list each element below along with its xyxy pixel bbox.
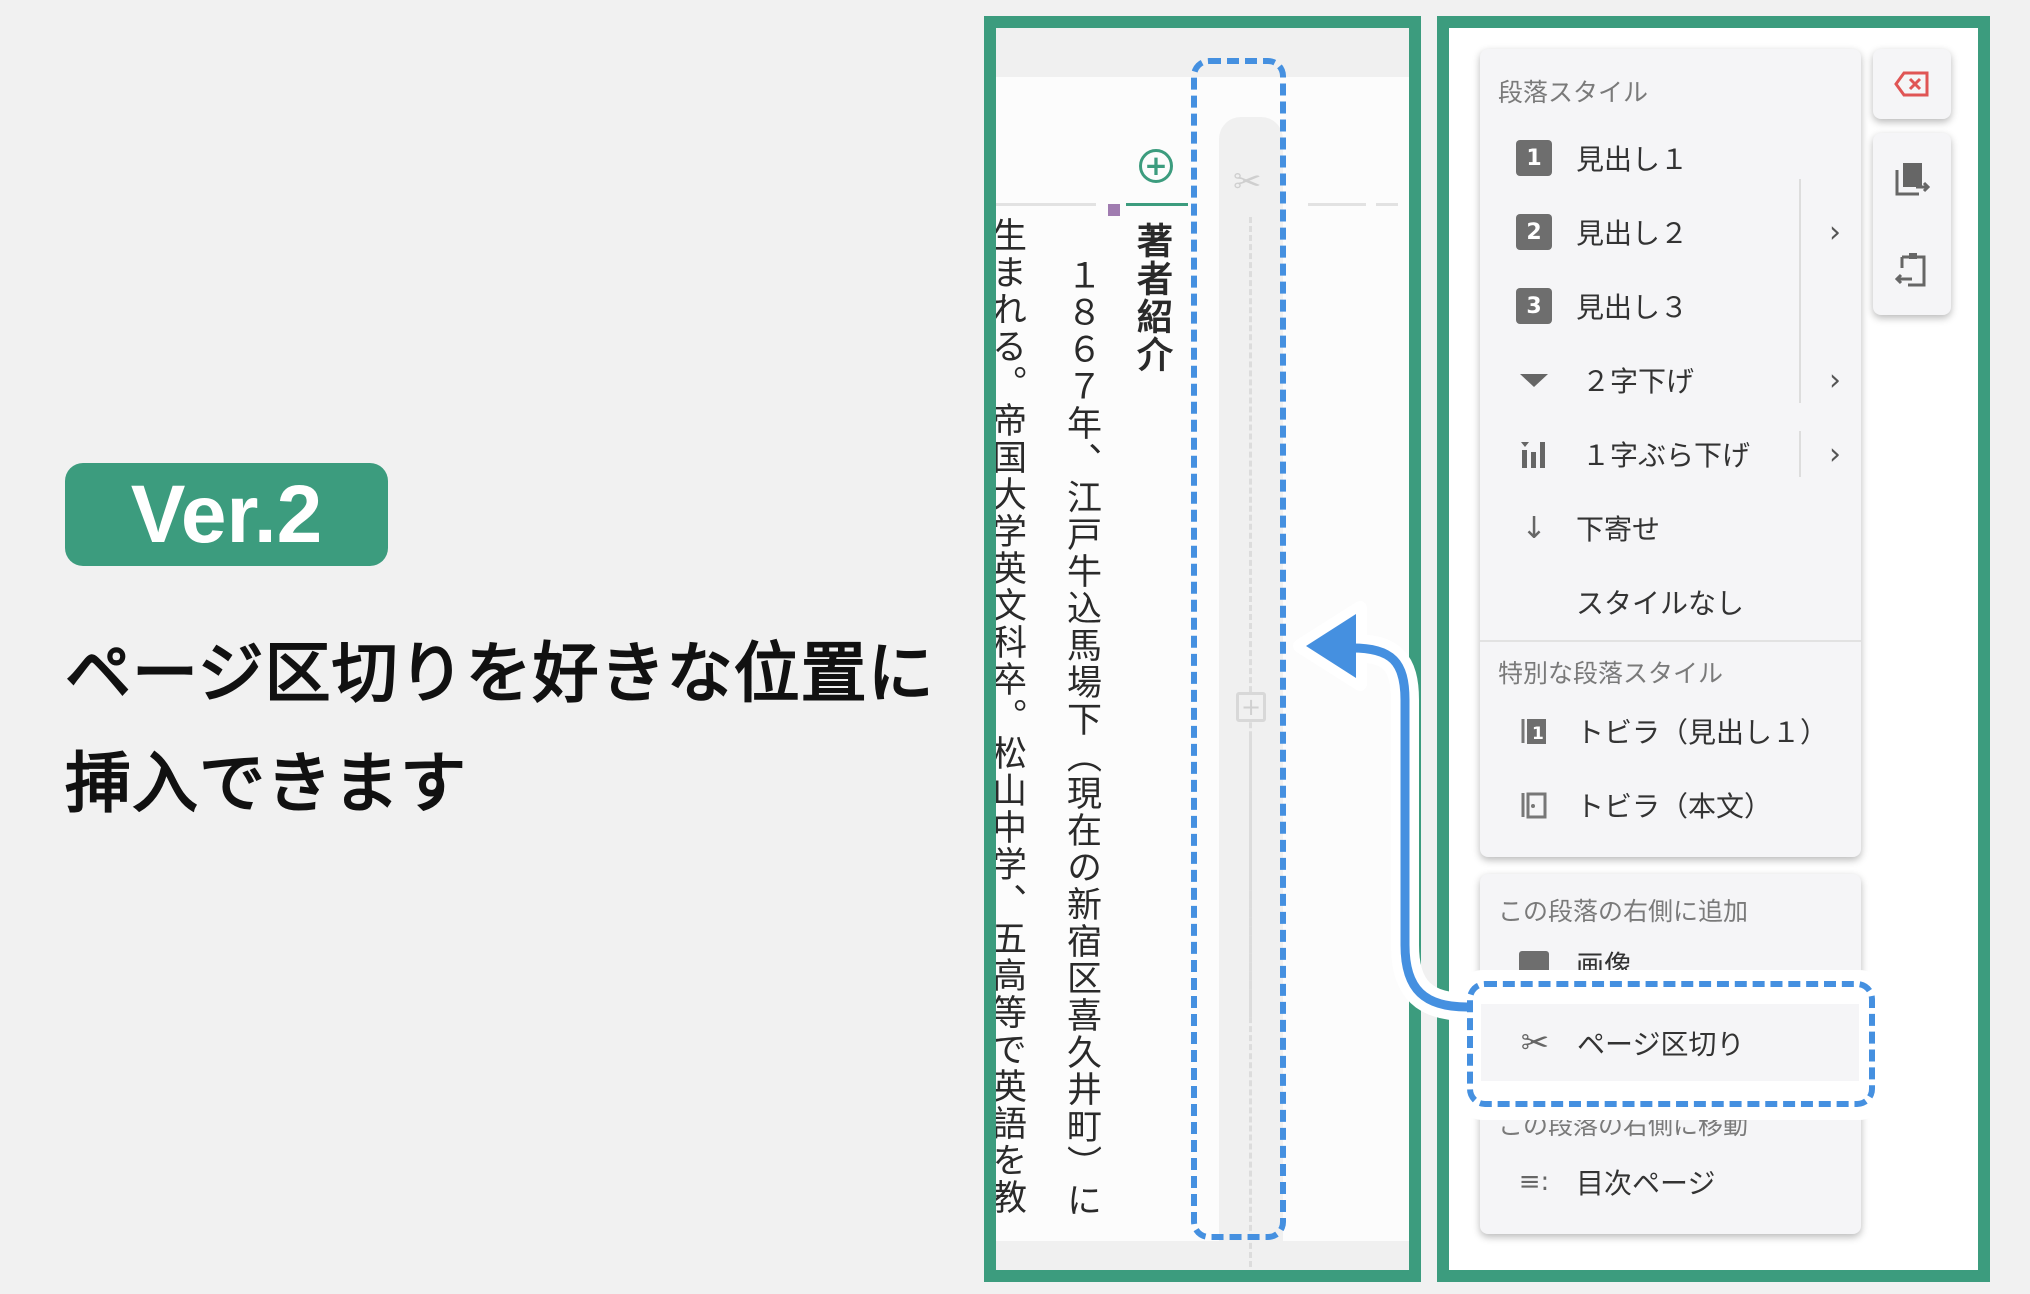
svg-text:1: 1 bbox=[1532, 724, 1544, 744]
clipboard-toolbar bbox=[1873, 133, 1951, 315]
highlight-page-break-item bbox=[1467, 981, 1875, 1107]
menu-item-title-page-heading[interactable]: 1 トビラ（見出し１） bbox=[1480, 694, 1861, 768]
chevron-right-icon[interactable]: › bbox=[1829, 214, 1841, 250]
scissors-icon: ✂ bbox=[1520, 1022, 1550, 1063]
document-column[interactable]: １８６７年、江戸牛込馬場下（現在の新宿区喜久井町）に bbox=[1061, 257, 1101, 1219]
chevron-right-icon[interactable]: › bbox=[1829, 362, 1841, 398]
menu-item-label: トビラ（見出し１） bbox=[1576, 716, 1829, 749]
document-panel: + 著者紹介 １８６７年、江戸牛込馬場下（現在の新宿区喜久井町）に 生まれる。帝… bbox=[984, 16, 1421, 1282]
chevron-right-icon[interactable]: › bbox=[1829, 436, 1841, 472]
menu-item-label: 目次ページ bbox=[1576, 1167, 1716, 1200]
menu-item-label: ２字下げ bbox=[1582, 365, 1695, 398]
document-heading[interactable]: 著者紹介 bbox=[1131, 222, 1173, 374]
menu-item-label: 見出し２ bbox=[1576, 217, 1689, 250]
menu-item-page-break[interactable]: ✂ ページ区切り bbox=[1481, 1004, 1859, 1081]
page-break-line bbox=[1249, 737, 1252, 1267]
menu-item-no-style[interactable]: スタイルなし bbox=[1480, 565, 1861, 639]
toc-icon: ≡: bbox=[1518, 1167, 1550, 1197]
menu-item-heading-2[interactable]: 2 見出し２ › bbox=[1480, 195, 1861, 269]
add-box-icon[interactable]: + bbox=[1236, 692, 1266, 722]
cursor-marker bbox=[1108, 204, 1120, 216]
heading-3-icon: 3 bbox=[1514, 286, 1554, 326]
menu-item-align-bottom[interactable]: ↓ 下寄せ bbox=[1480, 491, 1861, 565]
heading-2-icon: 2 bbox=[1514, 212, 1554, 252]
version-badge: Ver.2 bbox=[65, 463, 388, 566]
hanging-indent-icon bbox=[1514, 434, 1554, 474]
section-title: 段落スタイル bbox=[1498, 78, 1649, 107]
add-paragraph-icon[interactable]: + bbox=[1139, 149, 1173, 183]
menu-item-label: スタイルなし bbox=[1576, 587, 1745, 620]
menu-item-label: 下寄せ bbox=[1576, 513, 1661, 546]
menu-item-label: １字ぶら下げ bbox=[1582, 439, 1751, 472]
menu-item-heading-3[interactable]: 3 見出し３ bbox=[1480, 269, 1861, 343]
scissors-icon: ✂ bbox=[1233, 162, 1262, 202]
title-page-body-icon bbox=[1514, 785, 1554, 825]
menu-item-title-page-body[interactable]: トビラ（本文） bbox=[1480, 768, 1861, 842]
title-page-heading-icon: 1 bbox=[1514, 711, 1554, 751]
menu-item-indent[interactable]: ２字下げ › bbox=[1480, 343, 1861, 417]
cut-paste-out-icon[interactable] bbox=[1894, 161, 1930, 197]
headline-line-1: ページ区切りを好きな位置に bbox=[65, 635, 935, 712]
paragraph-divider bbox=[1308, 203, 1398, 206]
arrow-down-icon: ↓ bbox=[1521, 510, 1547, 546]
menu-item-toc-page[interactable]: ≡: 目次ページ bbox=[1480, 1152, 1861, 1212]
page-break-strip[interactable]: ✂ + bbox=[1219, 117, 1283, 1270]
backspace-delete-icon bbox=[1894, 71, 1929, 97]
page-break-line bbox=[1249, 217, 1252, 1017]
delete-paragraph-button[interactable] bbox=[1873, 49, 1951, 119]
menu-item-label: トビラ（本文） bbox=[1576, 790, 1773, 823]
heading-1-icon: 1 bbox=[1514, 138, 1554, 178]
menu-item-label: 見出し３ bbox=[1576, 291, 1689, 324]
menu-item-heading-1[interactable]: 1 見出し１ bbox=[1480, 121, 1861, 195]
menu-item-label: 見出し１ bbox=[1576, 143, 1689, 176]
section-title: 特別な段落スタイル bbox=[1498, 659, 1724, 688]
paste-in-icon[interactable] bbox=[1894, 252, 1930, 288]
menu-item-label: ページ区切り bbox=[1577, 1027, 1745, 1061]
highlight-page-break bbox=[1191, 58, 1286, 1240]
menu-item-hanging-indent[interactable]: １字ぶら下げ › bbox=[1480, 417, 1861, 491]
section-title: この段落の右側に追加 bbox=[1498, 897, 1749, 926]
headline-line-2: 挿入できます bbox=[65, 745, 467, 822]
heading-marker bbox=[1126, 203, 1188, 206]
indent-icon bbox=[1514, 360, 1554, 400]
paragraph-divider bbox=[996, 203, 1096, 206]
menu-divider bbox=[1480, 640, 1861, 642]
document-column[interactable]: 生まれる。帝国大学英文科卒。松山中学、五高等で英語を教 bbox=[986, 217, 1026, 1216]
